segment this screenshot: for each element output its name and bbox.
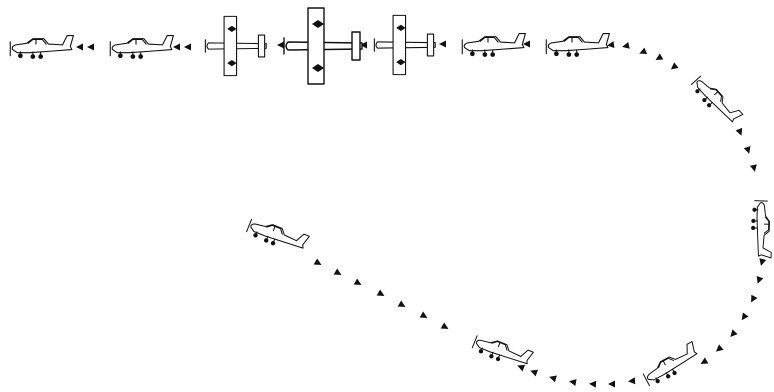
- airplane-icon: [688, 71, 744, 130]
- path-arrow: [754, 275, 764, 285]
- path-arrow: [173, 43, 180, 51]
- path-arrow: [353, 278, 364, 289]
- path-arrow: [419, 311, 430, 322]
- path-arrow: [653, 53, 664, 64]
- path-arrow: [608, 380, 615, 388]
- path-arrow: [743, 146, 753, 155]
- path-arrow: [87, 43, 94, 51]
- path-arrow: [523, 40, 530, 48]
- path-arrow: [440, 322, 451, 333]
- path-arrow: [749, 164, 759, 173]
- path-arrow: [738, 312, 749, 323]
- path-arrow: [529, 367, 539, 377]
- aircraft-stages: [9, 7, 774, 389]
- path-arrow: [515, 362, 526, 372]
- airplane-icon: [109, 34, 174, 60]
- airplane-icon: [640, 341, 703, 389]
- path-arrow: [376, 289, 387, 300]
- path-arrow: [637, 47, 648, 57]
- path-arrow: [727, 329, 738, 340]
- path-arrow: [313, 258, 324, 269]
- path-arrow: [588, 380, 597, 388]
- airplane-icon: [204, 15, 267, 77]
- airplane-icon: [545, 32, 610, 58]
- path-arrow: [333, 268, 344, 279]
- path-arrow: [757, 258, 767, 267]
- path-arrow: [397, 300, 408, 311]
- path-arrow: [439, 40, 446, 48]
- path-arrow: [748, 294, 758, 305]
- path-arrow: [698, 357, 709, 368]
- path-arrow: [548, 373, 557, 383]
- flight-path: [76, 40, 767, 388]
- airplane-icon: [9, 34, 74, 60]
- path-arrow: [735, 127, 745, 138]
- airplane-icon: [461, 32, 526, 58]
- path-arrow: [76, 43, 83, 51]
- airplane-icon: [244, 213, 310, 258]
- path-arrow: [277, 41, 284, 49]
- path-arrow: [184, 43, 191, 51]
- airplane-icon: [373, 14, 436, 76]
- path-arrow: [568, 377, 577, 386]
- airplane-icon: [283, 7, 363, 85]
- path-arrow: [668, 62, 679, 73]
- airplane-icon: [749, 200, 774, 259]
- path-arrow: [713, 344, 724, 355]
- path-arrow: [621, 41, 630, 51]
- path-arrow: [627, 377, 636, 385]
